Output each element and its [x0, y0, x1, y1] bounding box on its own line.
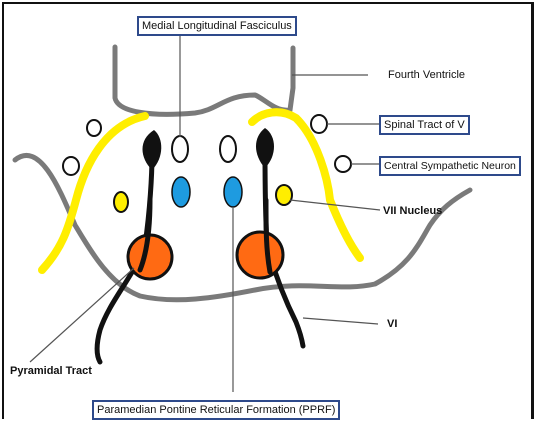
label-spinal-tract: Spinal Tract of V — [379, 115, 470, 135]
label-vii-nucleus: VII Nucleus — [383, 204, 442, 218]
pprf-left — [172, 177, 190, 207]
central-sympathetic-nucleus-right — [335, 156, 351, 172]
vi-nucleus-right — [256, 128, 274, 168]
vi-leader — [303, 318, 378, 324]
pprf-right — [224, 177, 242, 207]
label-vi: VI — [387, 317, 397, 331]
label-pyramidal-tract: Pyramidal Tract — [10, 364, 92, 378]
pyramidal-tract-right — [237, 232, 283, 278]
mlf-nucleus-left — [172, 136, 188, 162]
mlf-nucleus-right — [220, 136, 236, 162]
label-pprf: Paramedian Pontine Reticular Formation (… — [92, 400, 340, 420]
vi-nucleus-left — [143, 130, 162, 170]
label-fourth-ventricle: Fourth Ventricle — [388, 68, 465, 82]
pyramidal-tract-left — [128, 235, 172, 279]
fourth-ventricle-outline — [115, 47, 293, 114]
vii-nucleus-left — [114, 192, 128, 212]
label-mlf: Medial Longitudinal Fasciculus — [137, 16, 297, 36]
spinal-tract-nucleus-right — [311, 115, 327, 133]
pyramidal-tract-leader — [30, 268, 134, 362]
label-central-sympathetic: Central Sympathetic Neuron — [379, 156, 521, 176]
outline-nucleus-left-upper — [87, 120, 101, 136]
outline-nucleus-left-lower — [63, 157, 79, 175]
vii-nucleus-right — [276, 185, 292, 205]
